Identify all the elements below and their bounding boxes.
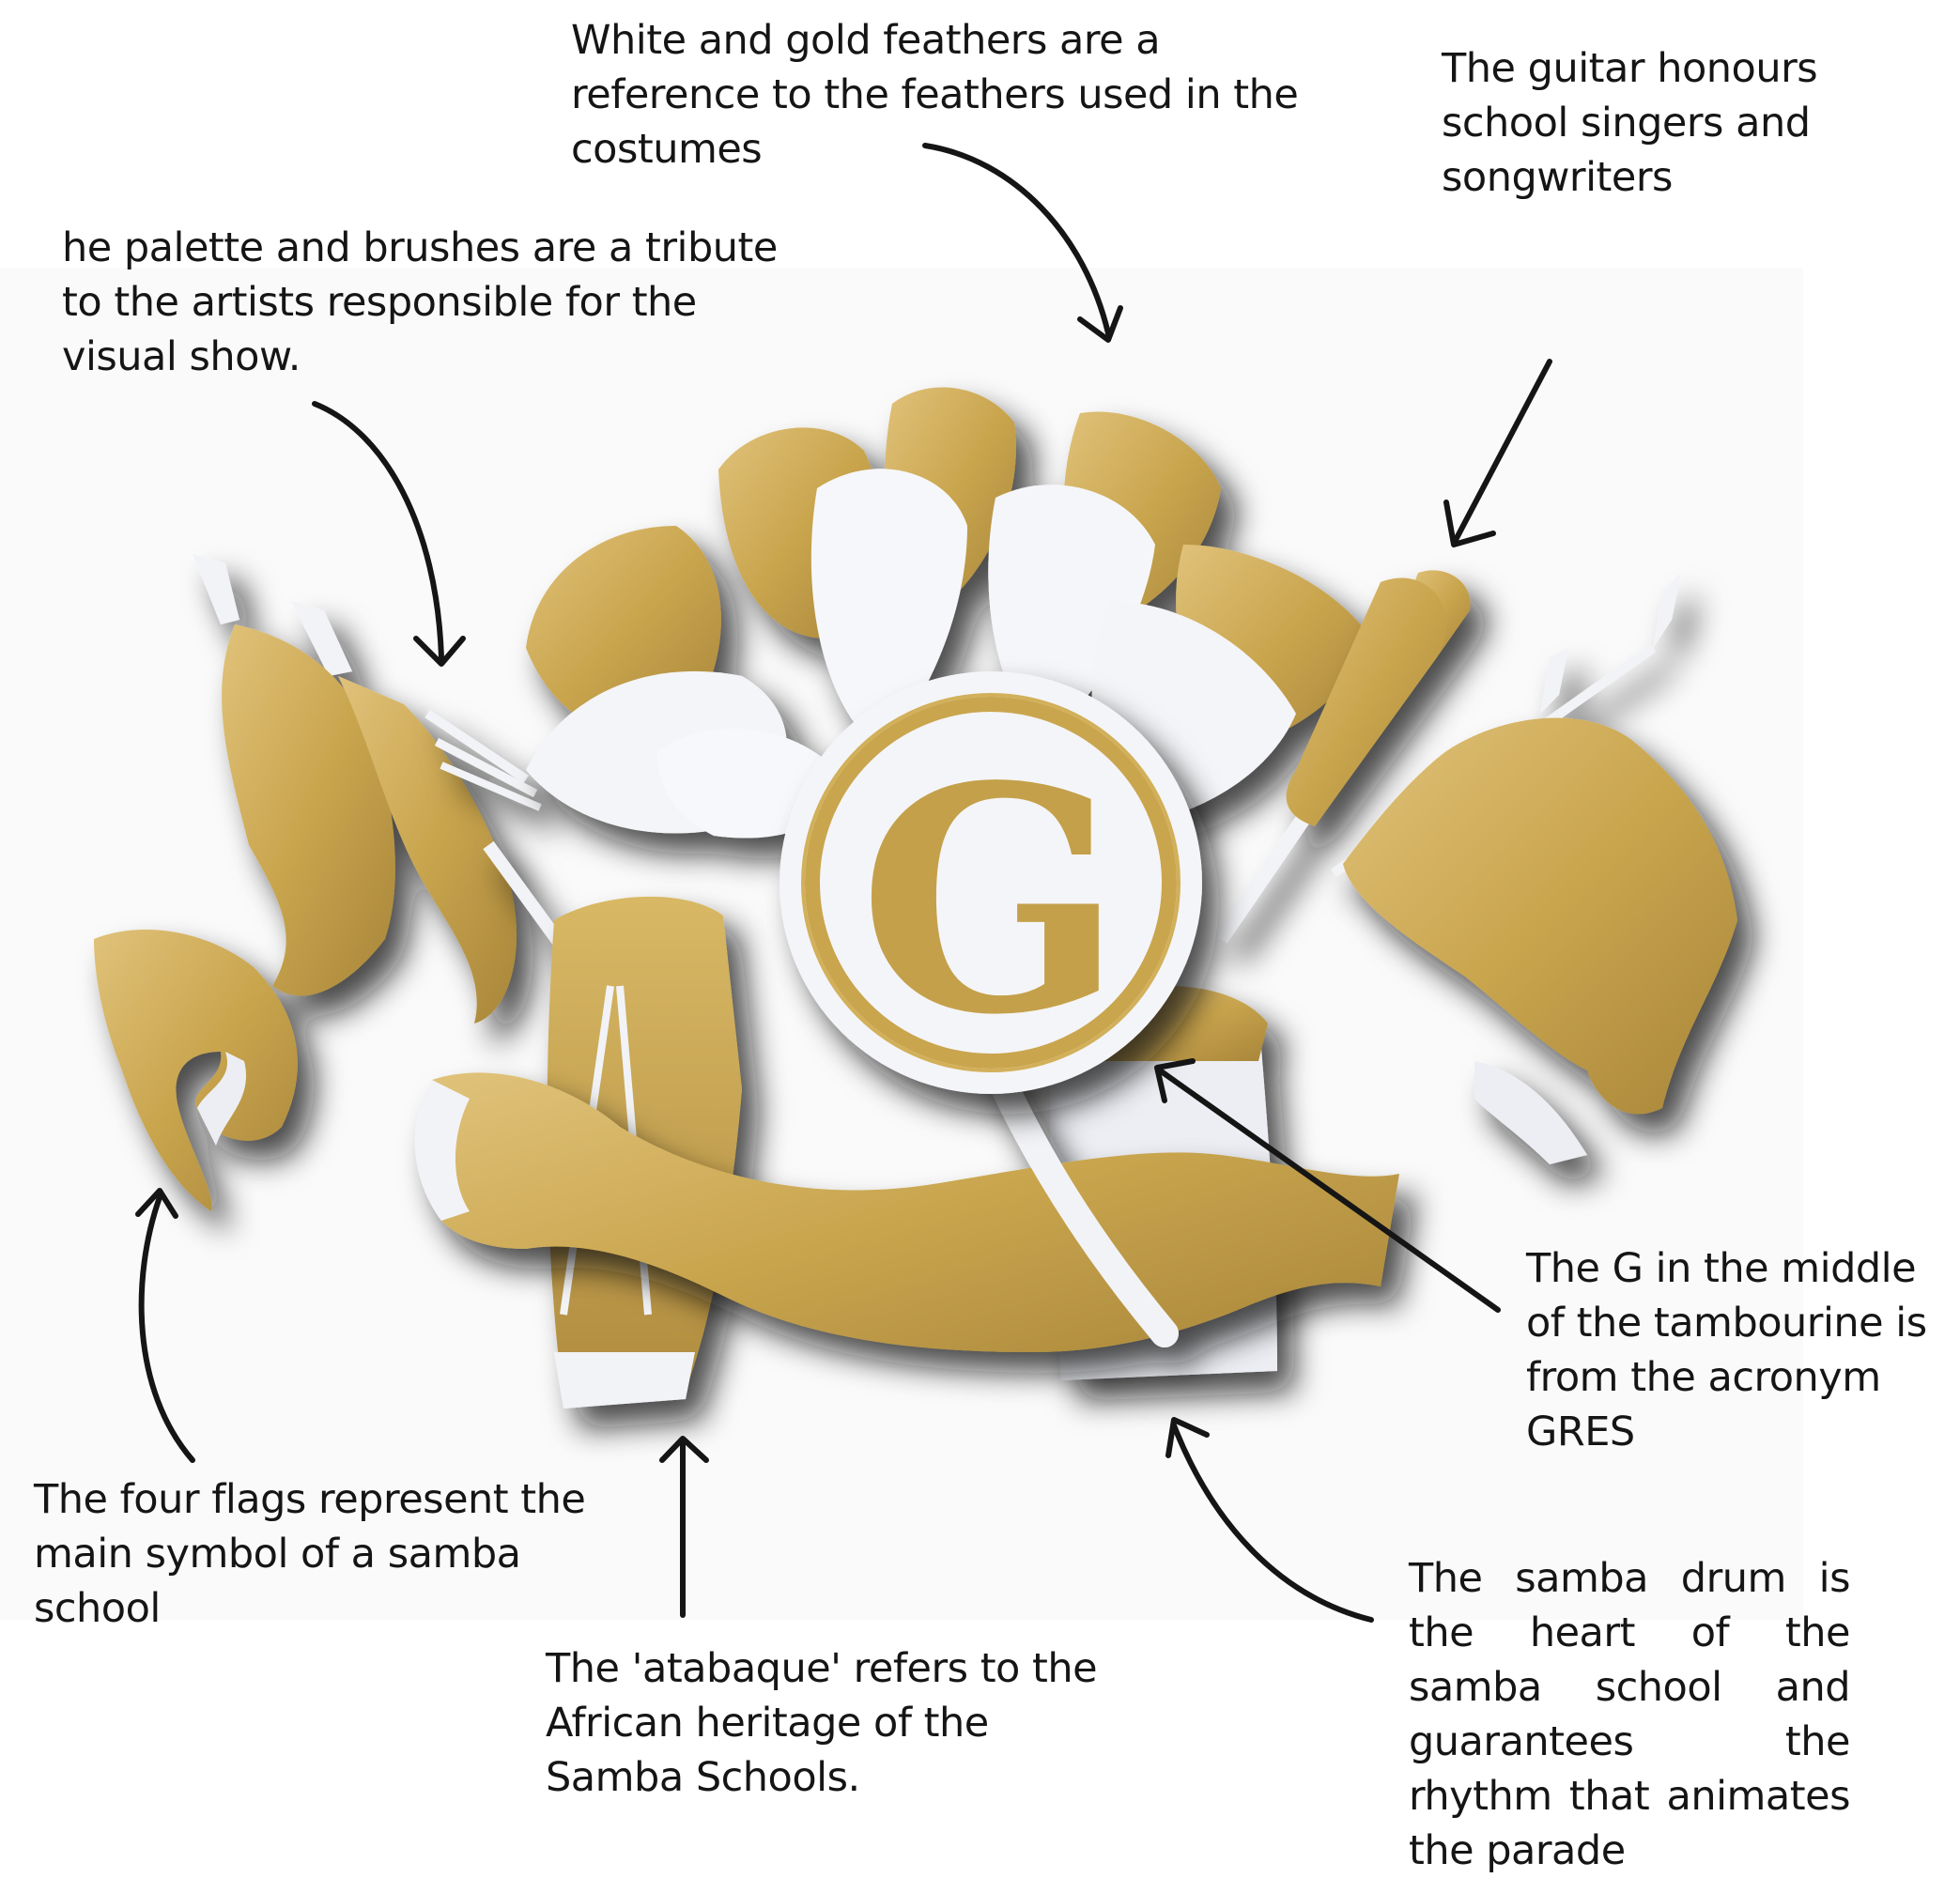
tambourine: G [779,671,1202,1094]
arrow-drum [1168,1420,1371,1620]
arrow-palette [315,404,463,664]
arrow-atabaque [662,1439,706,1615]
g-letter: G [858,718,1123,1083]
annotation-feathers: White and gold feathers are a reference … [571,13,1341,177]
annotation-drum: The samba drum is the heart of the samba… [1409,1551,1850,1878]
annotation-atabaque: The 'atabaque' refers to the African her… [546,1641,1147,1805]
annotation-palette: he palette and brushes are a tribute to … [62,221,813,384]
arrow-flags [138,1191,193,1460]
annotation-flags: The four flags represent the main symbol… [34,1472,654,1636]
arrow-guitar [1446,362,1550,545]
annotation-guitar: The guitar honours school singers and so… [1442,41,1930,205]
annotation-tambourine: The G in the middle of the tambourine is… [1526,1241,1949,1459]
